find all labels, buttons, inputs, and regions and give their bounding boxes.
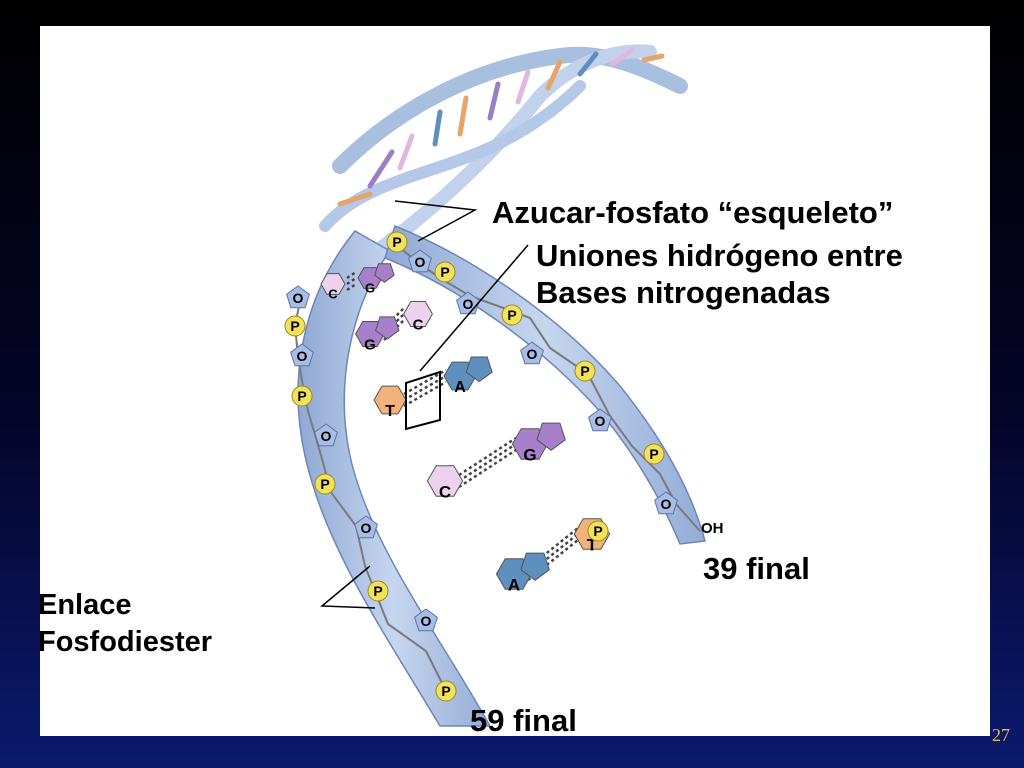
svg-text:P: P: [320, 476, 329, 492]
right-strand-atom-0: P: [386, 231, 408, 253]
svg-text:O: O: [661, 496, 672, 512]
left-strand-atom-4: O: [314, 423, 338, 447]
svg-text:P: P: [373, 583, 382, 599]
svg-text:O: O: [421, 613, 432, 629]
svg-text:G: G: [365, 281, 375, 296]
base-4-left: A: [495, 552, 550, 595]
hydrogen-bond: [458, 436, 517, 477]
bases: C G G C T A C G A T: [320, 263, 611, 595]
right-strand-atom-1: O: [408, 249, 432, 273]
base-3-right: G: [511, 422, 566, 465]
base-1-right: C: [403, 301, 433, 333]
page-number: 27: [992, 725, 1010, 745]
phosphodiester-label-line2: Fosfodiester: [40, 626, 213, 658]
hbonds-label-line2: Bases nitrogenadas: [536, 275, 831, 310]
hydrogen-bond: [346, 270, 357, 280]
svg-text:O: O: [293, 290, 304, 306]
five-prime-end-label: 59 final: [470, 703, 577, 736]
hydrogen-bond: [527, 533, 579, 575]
left-strand-atom-0: O: [286, 285, 310, 309]
hydrogen-bond: [403, 368, 447, 396]
right-strand-atom-4: P: [501, 304, 523, 326]
svg-text:P: P: [580, 363, 589, 379]
right-strand-atom-7: O: [588, 408, 612, 432]
svg-text:P: P: [593, 523, 602, 539]
pointer-lines: [320, 200, 529, 609]
hydrogen-bond: [346, 276, 357, 286]
svg-text:C: C: [328, 287, 338, 302]
svg-text:P: P: [297, 388, 306, 404]
base-2-right: A: [443, 356, 493, 396]
svg-text:O: O: [415, 254, 426, 270]
right-strand-atom-6: P: [574, 360, 596, 382]
left-strand-atom-6: O: [354, 515, 378, 539]
svg-text:G: G: [364, 336, 376, 353]
hbonds-label-line1: Uniones hidrógeno entre: [536, 238, 903, 273]
svg-text:P: P: [290, 318, 299, 334]
svg-text:O: O: [297, 348, 308, 364]
svg-text:T: T: [587, 536, 598, 555]
svg-text:P: P: [649, 446, 658, 462]
right-strand-atom-10: P: [587, 520, 609, 542]
svg-text:O: O: [527, 346, 538, 362]
svg-text:A: A: [508, 576, 520, 595]
left-strand-atom-7: P: [367, 580, 389, 602]
left-strand-atom-9: P: [435, 680, 457, 702]
right-strand-atom-9: O: [654, 491, 678, 515]
base-0-right: G: [357, 263, 395, 296]
base-2-left: T: [373, 385, 407, 420]
base-3-left: C: [426, 465, 464, 502]
svg-text:P: P: [392, 234, 401, 250]
hydrogen-bond: [527, 539, 579, 581]
svg-text:P: P: [507, 307, 516, 323]
hbond-box: [405, 370, 441, 431]
svg-text:O: O: [321, 428, 332, 444]
hydrogen-bond: [346, 282, 357, 292]
svg-text:O: O: [361, 520, 372, 536]
svg-text:G: G: [523, 446, 536, 465]
svg-text:P: P: [440, 264, 449, 280]
left-strand-atom-5: P: [314, 473, 336, 495]
left-strand-atom-2: O: [290, 343, 314, 367]
right-strand-atom-2: P: [434, 261, 456, 283]
svg-text:C: C: [413, 316, 424, 333]
oh-label: OH: [701, 520, 724, 537]
svg-text:O: O: [463, 296, 474, 312]
svg-text:P: P: [441, 683, 450, 699]
hydrogen-bond: [403, 380, 447, 408]
hydrogen-bond: [458, 448, 517, 489]
right-strand-atom-8: P: [643, 443, 665, 465]
hydrogen-bond: [403, 374, 447, 402]
right-strand-atom-5: O: [520, 341, 544, 365]
left-strand-atom-8: O: [414, 608, 438, 632]
hydrogen-bond: [527, 527, 579, 569]
helix-top: [319, 44, 688, 263]
left-strand-atom-1: P: [284, 315, 306, 337]
three-prime-end-label: 39 final: [703, 551, 810, 586]
svg-text:T: T: [385, 403, 395, 420]
base-0-left: C: [320, 273, 346, 302]
base-1-left: G: [355, 316, 400, 353]
phosphodiester-label-line1: Enlace: [40, 589, 132, 621]
svg-text:O: O: [595, 413, 606, 429]
svg-text:A: A: [454, 379, 466, 396]
svg-text:C: C: [439, 483, 451, 502]
hydrogen-bond: [458, 442, 517, 483]
left-strand-atom-3: P: [291, 385, 313, 407]
backbone-label: Azucar-fosfato “esqueleto”: [492, 195, 894, 230]
